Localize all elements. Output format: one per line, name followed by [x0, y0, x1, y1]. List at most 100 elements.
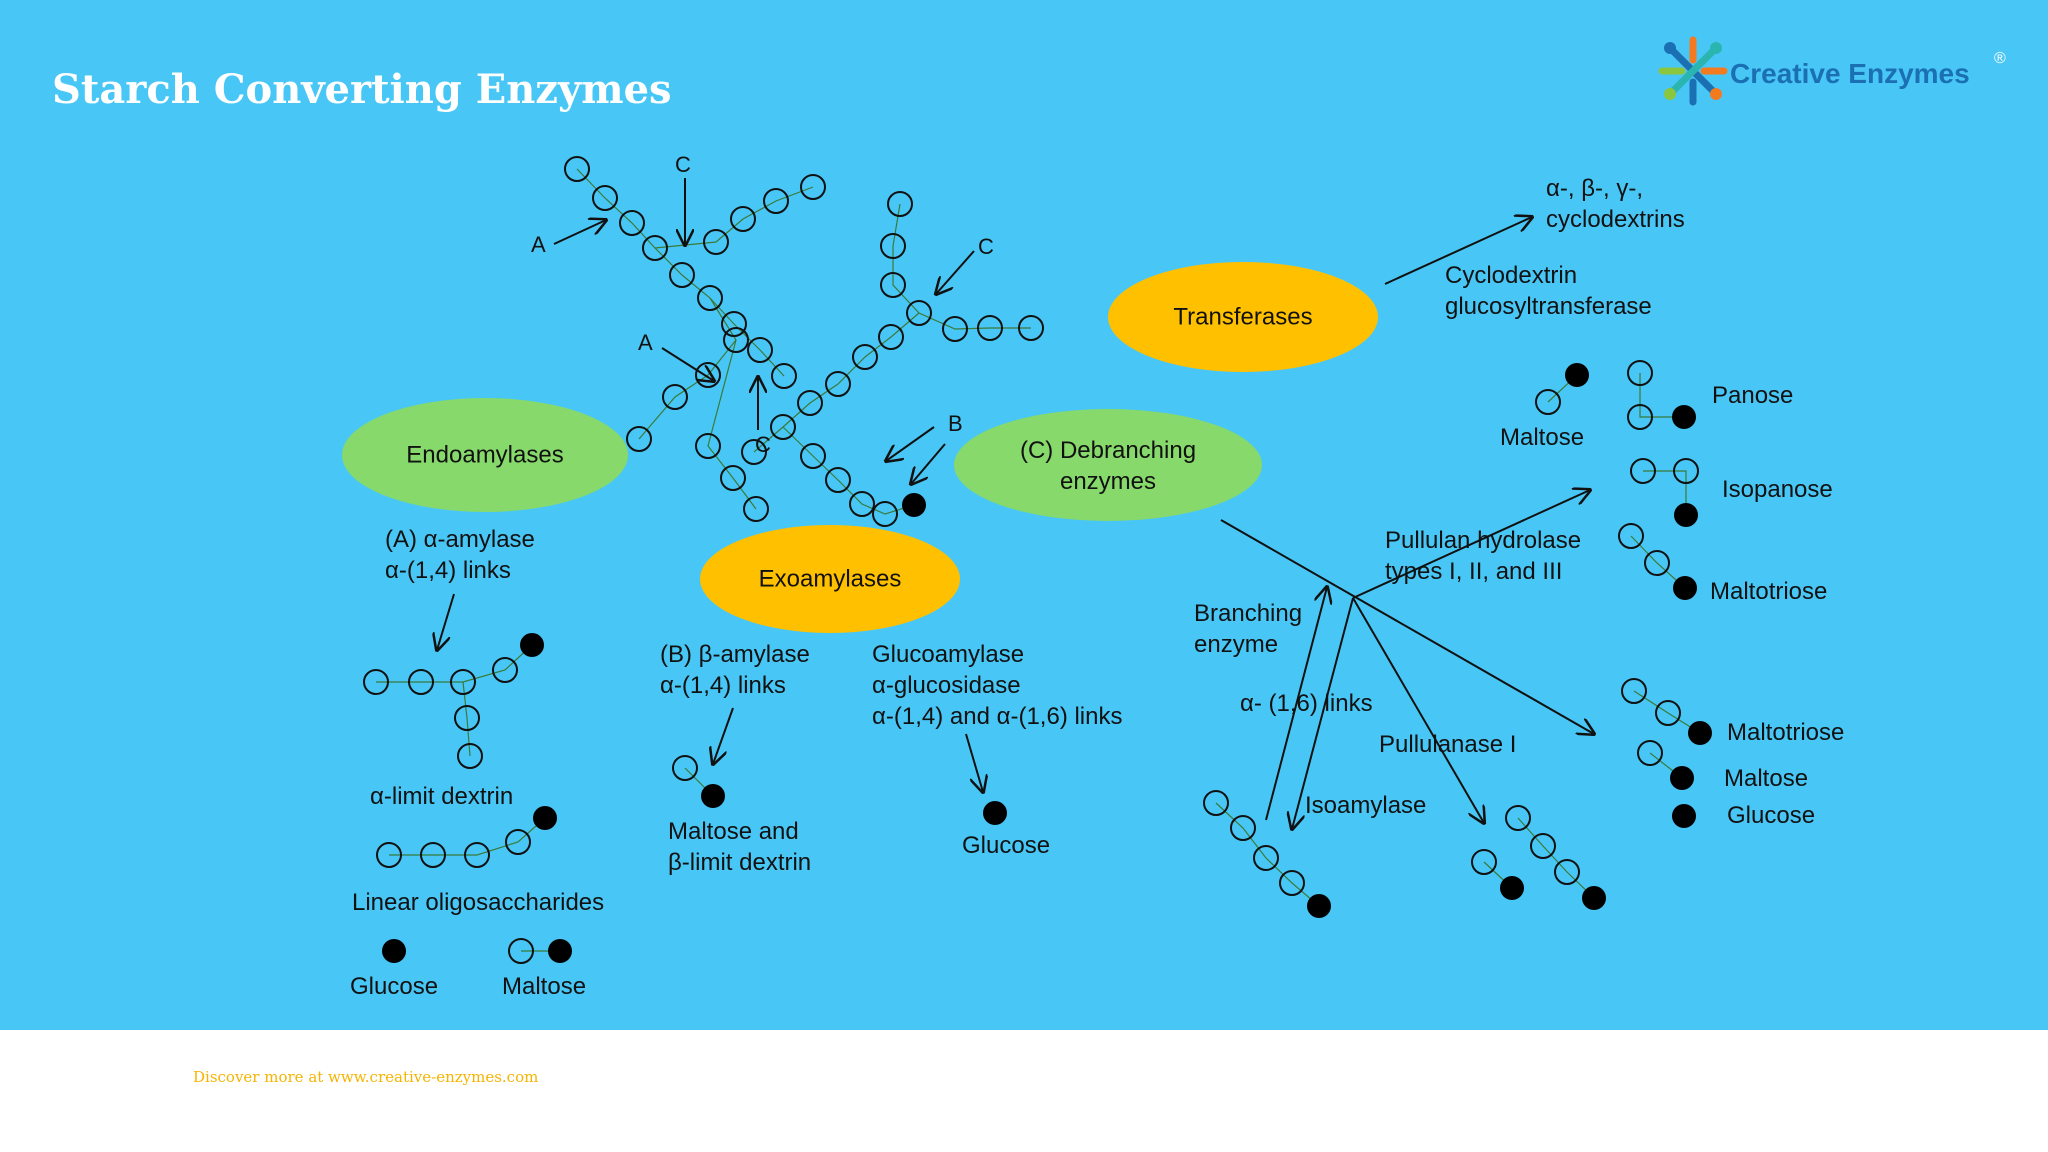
starch-glucose-unit [880, 272, 906, 298]
alpha-amylase-label: (A) α-amylase α-(1,4) links [385, 526, 535, 584]
starch-glucose-unit [564, 156, 590, 182]
site-letter-a-inner: A [638, 330, 653, 355]
branching-enzyme-label: Branching enzyme [1194, 600, 1303, 658]
starch-glucose-unit [730, 206, 756, 232]
product-reducing-end-unit [533, 806, 557, 830]
starch-glucose-unit [852, 344, 878, 370]
registered-mark: ® [1994, 50, 2006, 67]
site-letter-c-center: C [755, 432, 771, 457]
product-glucose-unit [1535, 389, 1561, 415]
maltotriose-lower-label: Maltotriose [1727, 719, 1845, 746]
maltose-legend-label: Maltose [502, 973, 587, 1000]
product-reducing-end-unit [1672, 405, 1696, 429]
pullulanase-label: Pullulanase I [1379, 731, 1517, 758]
starch-glucose-unit [977, 315, 1003, 341]
starch-glucose-unit [697, 285, 723, 311]
product-glucose-unit [1627, 360, 1653, 386]
product-glucose-unit [1279, 870, 1305, 896]
starch-glucose-unit [878, 324, 904, 350]
product-molecules [363, 360, 1712, 964]
brand-name: Creative Enzymes [1730, 58, 1970, 89]
starch-glucose-unit [800, 174, 826, 200]
starch-glucose-unit [642, 235, 668, 261]
starch-glucose-unit [849, 491, 875, 517]
endoamylases-oval [342, 398, 628, 512]
brand-logo: Creative Enzymes ® [1658, 36, 2018, 108]
product-reducing-end-unit [1674, 503, 1698, 527]
product-glucose-unit [420, 842, 446, 868]
footer [0, 1030, 2048, 1152]
glucose-legend-label: Glucose [350, 973, 439, 1000]
page-title: Starch Converting Enzymes [52, 66, 672, 113]
alpha-16-links-label: α- (1,6) links [1240, 690, 1373, 717]
blue-panel [0, 0, 2048, 1030]
starch-glucose-unit [825, 371, 851, 397]
product-glucose-unit [450, 669, 476, 695]
starch-glucose-unit [771, 363, 797, 389]
product-glucose-unit [1253, 845, 1279, 871]
product-glucose-unit [1630, 458, 1656, 484]
linear-oligosaccharides-label: Linear oligosaccharides [352, 889, 605, 916]
product-glucose-unit [1637, 740, 1663, 766]
product-reducing-end-unit [1672, 804, 1696, 828]
glucose-lower-label: Glucose [1727, 802, 1816, 829]
starch-glucose-unit [880, 233, 906, 259]
starch-glucose-unit [626, 426, 652, 452]
alpha-limit-dextrin-label: α-limit dextrin [370, 783, 514, 810]
site-letter-c-right: C [978, 234, 994, 259]
glucoamylase-label: Glucoamylase α-glucosidase α-(1,4) and α… [872, 641, 1123, 730]
product-glucose-unit [1673, 458, 1699, 484]
product-reducing-end-unit [548, 939, 572, 963]
product-glucose-unit [1627, 404, 1653, 430]
product-glucose-unit [457, 743, 483, 769]
product-glucose-unit [492, 657, 518, 683]
starch-glucose-unit [592, 185, 618, 211]
product-glucose-unit [376, 842, 402, 868]
brand-mark-icon [1658, 36, 1728, 106]
exoamylases-oval [700, 525, 960, 633]
transferases-label: Transferases [1173, 303, 1313, 331]
pullulan-hydrolase-label: Pullulan hydrolase types I, II, and III [1385, 527, 1582, 585]
maltose-right-label: Maltose [1500, 424, 1585, 451]
product-glucose-unit [1471, 849, 1497, 875]
starch-glucose-unit [1018, 315, 1044, 341]
starch-reducing-end-unit [902, 493, 926, 517]
product-glucose-unit [408, 669, 434, 695]
isopanose-label: Isopanose [1722, 476, 1833, 503]
product-glucose-unit [464, 842, 490, 868]
starch-molecule [564, 156, 1044, 527]
product-reducing-end-unit [1307, 894, 1331, 918]
site-letter-a: A [531, 232, 546, 257]
product-reducing-end-unit [1688, 721, 1712, 745]
starch-glucose-unit [763, 188, 789, 214]
starch-glucose-unit [695, 433, 721, 459]
product-reducing-end-unit [701, 784, 725, 808]
arrows [437, 178, 1594, 829]
site-letter-c-top: C [675, 152, 691, 177]
starch-glucose-unit [741, 439, 767, 465]
transferases-oval [1108, 262, 1378, 372]
starch-glucose-unit [703, 229, 729, 255]
maltotriose-upper-label: Maltotriose [1710, 578, 1828, 605]
cgtase-label: Cyclodextrin glucosyltransferase [1445, 262, 1652, 320]
footer-text: Discover more at www.creative-enzymes.co… [193, 1068, 539, 1086]
product-reducing-end-unit [1565, 363, 1589, 387]
product-glucose-unit [1618, 523, 1644, 549]
product-glucose-unit [1530, 833, 1556, 859]
starch-glucose-unit [723, 327, 749, 353]
starch-glucose-unit [887, 191, 913, 217]
starch-glucose-unit [743, 496, 769, 522]
starch-glucose-unit [770, 414, 796, 440]
maltose-lower-label: Maltose [1724, 765, 1809, 792]
starch-glucose-unit [747, 337, 773, 363]
starch-glucose-unit [669, 262, 695, 288]
product-glucose-unit [1644, 550, 1670, 576]
glucose-product-label: Glucose [962, 832, 1051, 859]
product-glucose-unit [1203, 790, 1229, 816]
debranching-label: (C) Debranching enzymes [1019, 437, 1197, 495]
starch-glucose-unit [872, 501, 898, 527]
beta-amylase-label: (B) β-amylase α-(1,4) links [660, 641, 810, 699]
product-glucose-unit [508, 938, 534, 964]
product-reducing-end-unit [1673, 576, 1697, 600]
